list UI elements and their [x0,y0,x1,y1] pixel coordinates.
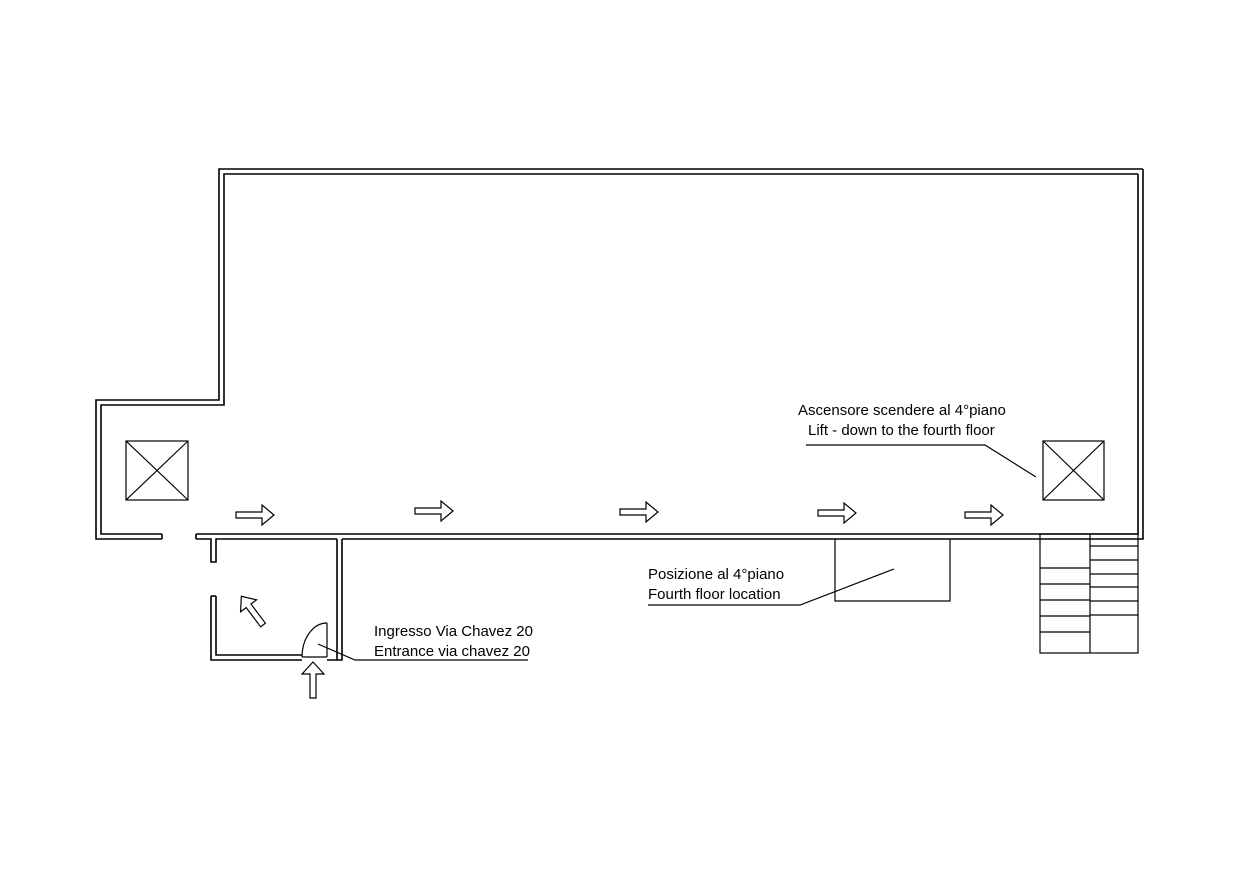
location-label: Posizione al 4°piano Fourth floor locati… [648,566,895,606]
location-label-line2: Fourth floor location [648,586,781,603]
entrance-door [301,622,328,658]
lift-label-line1: Ascensore scendere al 4°piano [798,402,1006,419]
right-lift-icon [1042,440,1105,501]
staircase-icon [1039,533,1139,654]
entrance-label-line1: Ingresso Via Chavez 20 [374,623,533,640]
direction-arrow-right-icon [817,501,857,525]
left-lift-icon [125,440,189,501]
entrance-arrow-up-icon [300,661,326,699]
direction-arrow-right-icon [619,500,659,524]
direction-arrow-right-icon [235,503,275,527]
direction-arrow-right-icon [414,499,454,523]
lift-label: Ascensore scendere al 4°piano Lift - dow… [798,402,1037,478]
lift-label-line2: Lift - down to the fourth floor [808,422,995,439]
entrance-label-line2: Entrance via chavez 20 [374,643,530,660]
direction-arrow-right-icon [964,503,1004,527]
entrance-label: Ingresso Via Chavez 20 Entrance via chav… [317,623,533,661]
fourth-floor-location-box [834,539,951,602]
outer-wall [95,168,1144,563]
location-label-line1: Posizione al 4°piano [648,566,784,583]
entrance-vestibule [210,539,343,661]
direction-arrow-up-left-icon [239,595,267,628]
